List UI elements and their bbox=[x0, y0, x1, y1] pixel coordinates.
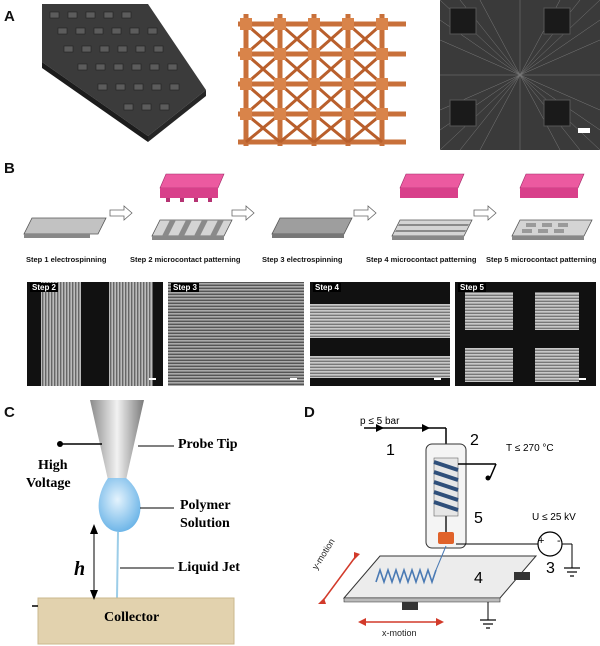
component-1-label: 1 bbox=[386, 442, 395, 459]
micrograph-step5: Step 5 bbox=[455, 282, 596, 386]
x-motion-label: x-motion bbox=[382, 628, 417, 638]
probe-tip-label: Probe Tip bbox=[178, 437, 238, 452]
voltage-minus-sign: - bbox=[557, 535, 561, 547]
panel-b-label: B bbox=[4, 160, 15, 177]
panel-d-label: D bbox=[304, 404, 315, 421]
temperature-label: T ≤ 270 °C bbox=[506, 443, 554, 454]
step5-caption: Step 5 microcontact patterning bbox=[486, 255, 597, 264]
pressure-label: p ≤ 5 bar bbox=[360, 416, 400, 427]
voltage-label: U ≤ 25 kV bbox=[532, 512, 576, 523]
voltage-plus-sign: + bbox=[538, 535, 545, 547]
micrograph-step5-label: Step 5 bbox=[458, 283, 487, 292]
component-5-label: 5 bbox=[474, 510, 483, 527]
high-voltage-label-line1: High bbox=[38, 458, 68, 473]
micrograph-step3-label: Step 3 bbox=[171, 283, 200, 292]
melt-electrowriting-setup-diagram bbox=[318, 424, 580, 629]
step2-caption: Step 2 microcontact patterning bbox=[130, 255, 241, 264]
height-label: h bbox=[74, 558, 86, 580]
step3-caption: Step 3 electrospinning bbox=[262, 255, 343, 264]
micrograph-step2: Step 2 bbox=[27, 282, 163, 386]
polymer-label-line2: Solution bbox=[180, 516, 230, 531]
step1-caption: Step 1 electrospinning bbox=[26, 255, 107, 264]
component-3-label: 3 bbox=[546, 560, 555, 577]
polymer-label-line1: Polymer bbox=[180, 498, 231, 513]
component-2-label: 2 bbox=[470, 432, 479, 449]
micrograph-step4-label: Step 4 bbox=[313, 283, 342, 292]
panel-a-label: A bbox=[4, 8, 15, 25]
step4-caption: Step 4 microcontact patterning bbox=[366, 255, 477, 264]
micrograph-step3: Step 3 bbox=[168, 282, 304, 386]
collector-label: Collector bbox=[104, 610, 160, 625]
high-voltage-label-line2: Voltage bbox=[26, 476, 71, 491]
micrograph-step4: Step 4 bbox=[310, 282, 450, 386]
liquid-jet-label: Liquid Jet bbox=[178, 560, 240, 575]
component-4-label: 4 bbox=[474, 570, 483, 587]
electrospinning-setup-diagram bbox=[32, 400, 235, 645]
copper-collector-lattice bbox=[238, 14, 406, 146]
pdms-stamp-illustration bbox=[42, 4, 206, 142]
patterning-process-diagram bbox=[23, 173, 593, 240]
panel-c-label: C bbox=[4, 404, 15, 421]
micrograph-step2-label: Step 2 bbox=[30, 283, 59, 292]
fiber-mesh-micrograph bbox=[440, 0, 600, 150]
